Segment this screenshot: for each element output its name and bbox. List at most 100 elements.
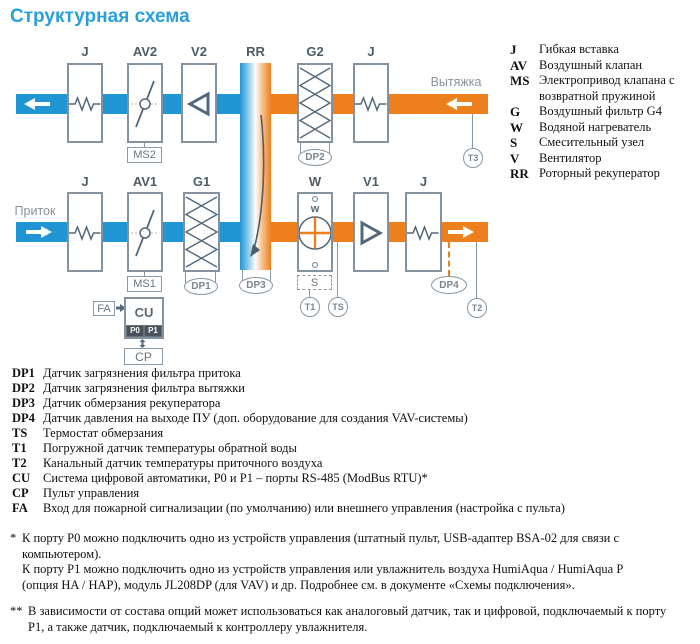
legend-text: Водяной нагреватель [539, 119, 652, 134]
rotary-recuperator [240, 63, 271, 270]
footnote-paragraph: В зависимости от состава опций может исп… [28, 604, 667, 634]
ms1-box: MS1 [127, 276, 162, 292]
flow-arrow-right-icon [26, 226, 52, 238]
label-j-supply-left: J [81, 174, 89, 189]
footnote-body: В зависимости от состава опций может исп… [28, 604, 678, 635]
flex-symbol [69, 225, 101, 241]
cu-label: CU [134, 304, 154, 320]
label-av2: AV2 [132, 44, 158, 59]
t2-sensor: T2 [467, 298, 487, 318]
flex-insert-box [67, 63, 103, 143]
legend-item: V Вентилятор [510, 151, 700, 167]
t1-label: T1 [304, 302, 316, 312]
water-heater-box: w [297, 192, 333, 272]
legend-key: MS [510, 73, 530, 88]
note-key: DP1 [12, 366, 35, 380]
note-text: Датчик обмерзания рекуператора [43, 396, 221, 410]
note-text: Датчик загрязнения фильтра вытяжки [43, 381, 245, 395]
note-key: TS [12, 426, 28, 440]
legend-text: Гибкая вставка [539, 42, 619, 56]
note-text: Система цифровой автоматики, P0 и P1 – п… [43, 471, 428, 485]
valve-symbol [131, 209, 159, 257]
valve-symbol [131, 80, 159, 128]
legend-text: Смесительный узел [539, 135, 645, 149]
label-v1: V1 [363, 174, 379, 189]
legend-key: S [510, 135, 518, 150]
port-p1: P1 [145, 326, 161, 336]
legend-text: Воздушный клапан [539, 57, 643, 72]
t3-sensor: T3 [463, 148, 483, 168]
footnote-1: * К порту P0 можно подключить одно из ус… [10, 531, 692, 593]
note-text: Термостат обмерзания [43, 426, 164, 440]
cp-label: CP [135, 349, 152, 364]
label-j-exhaust-left: J [81, 44, 89, 59]
fa-arrow-icon [116, 304, 126, 312]
label-av1: AV1 [132, 174, 158, 189]
note-text: Погружной датчик температуры обратной во… [43, 441, 297, 455]
filter-g2-box [297, 63, 333, 143]
note-item: T2 Канальный датчик температуры приточног… [12, 456, 692, 471]
label-g2: G2 [306, 44, 324, 59]
legend-key: AV [510, 57, 528, 73]
t3-label: T3 [467, 153, 479, 163]
heater-icon [299, 195, 331, 269]
label-v2: V2 [191, 44, 207, 59]
filter-g1-box [183, 192, 220, 272]
flex-symbol [69, 96, 101, 112]
note-item: DP2 Датчик загрязнения фильтра вытяжки [12, 381, 692, 396]
legend-key: V [510, 150, 520, 166]
flex-symbol [407, 225, 439, 241]
s-label: S [310, 276, 319, 289]
flow-arrow-left-icon [24, 98, 50, 110]
note-key: DP2 [12, 381, 35, 395]
legend-item: W Водяной нагреватель [510, 120, 700, 136]
ts-sensor: TS [328, 297, 348, 317]
legend-key: W [510, 119, 523, 135]
note-key: CP [12, 486, 29, 500]
flex-insert-box [67, 192, 103, 272]
flex-symbol [355, 96, 387, 112]
port-p0: P0 [127, 326, 143, 336]
flow-arrow-left-icon [446, 98, 472, 110]
t1-line [309, 290, 310, 297]
air-valve-box [127, 63, 163, 143]
cu-ports: P0 P1 [126, 325, 162, 337]
curved-arrow-icon [250, 114, 265, 257]
footnote-body: К порту P0 можно подключить одно из устр… [22, 531, 652, 593]
supply-flow-label: Приток [14, 204, 56, 218]
footnote-paragraph: К порту P0 можно подключить одно из устр… [22, 531, 620, 561]
structural-diagram: J AV2 V2 RR G2 J Вытяжка [14, 44, 488, 365]
label-j-exhaust-right: J [367, 44, 375, 59]
mixing-unit-box: S [297, 275, 332, 290]
dp4-label: DP4 [439, 279, 459, 291]
air-valve-box [127, 192, 163, 272]
legend-text: Вентилятор [539, 150, 602, 165]
dp1-sensor: DP1 [184, 278, 218, 295]
fan-right-icon [360, 220, 384, 246]
note-key: T1 [12, 441, 27, 455]
legend-key: J [510, 42, 517, 57]
cp-box: CP [124, 348, 163, 365]
footnote-paragraph: К порту P1 можно подключить одно из устр… [22, 562, 623, 592]
dp2-sensor: DP2 [298, 149, 332, 166]
t2-line [476, 242, 477, 298]
footnote-2: ** В зависимости от состава опций может … [10, 604, 692, 635]
fan-v1-box [353, 192, 389, 272]
fa-label: FA [97, 302, 111, 315]
note-key: T2 [12, 456, 27, 470]
note-text: Канальный датчик температуры приточного … [43, 456, 323, 470]
fan-v2-box [181, 63, 217, 143]
note-key: FA [12, 501, 28, 515]
label-rr: RR [246, 44, 265, 59]
